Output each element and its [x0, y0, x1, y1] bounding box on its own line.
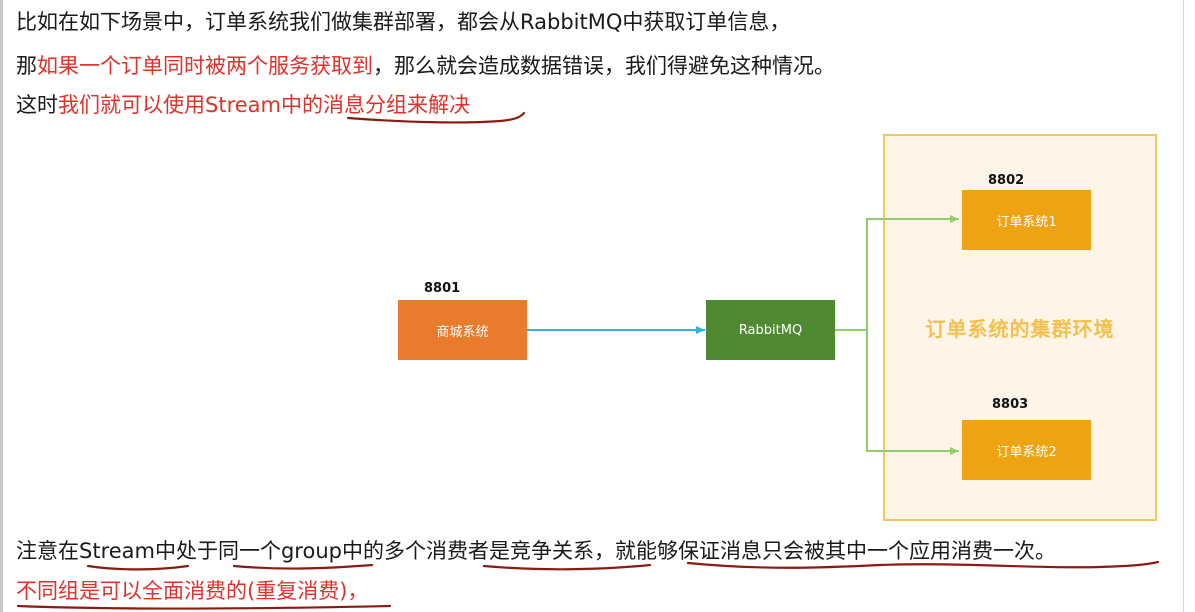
last-text: 不同组是可以全面消费的(重复消费)，: [16, 579, 369, 603]
last-line: 不同组是可以全面消费的(重复消费)，: [16, 577, 368, 605]
order1-port-label: 8802: [988, 173, 1025, 188]
order-system-2-box: 订单系统2: [962, 420, 1091, 480]
text-line-1: 比如在如下场景中，订单系统我们做集群部署，都会从RabbitMQ中获取订单信息，: [16, 10, 791, 34]
order-system-2-label: 订单系统2: [996, 444, 1057, 460]
paragraph-line-3: 这时我们就可以使用Stream中的消息分组来解决: [16, 91, 470, 119]
rabbitmq-box: RabbitMQ: [706, 300, 835, 360]
underline-stroke: [86, 564, 190, 571]
rabbitmq-label: RabbitMQ: [738, 322, 803, 338]
underline-stroke: [686, 560, 1160, 569]
order-system-1-box: 订单系统1: [962, 190, 1091, 250]
right-edge-line: [1183, 0, 1184, 612]
order-system-1-label: 订单系统1: [996, 214, 1057, 230]
underline-stroke: [346, 111, 526, 124]
underline-stroke: [232, 563, 374, 570]
mall-system-box: 商城系统: [398, 300, 527, 360]
arrow-mq-to-order1: [835, 215, 959, 331]
highlight-text: 我们就可以使用Stream中的消息分组来解决: [58, 93, 470, 117]
left-edge-line: [0, 0, 3, 612]
mall-system-label: 商城系统: [436, 324, 489, 340]
paragraph-line-1: 比如在如下场景中，订单系统我们做集群部署，都会从RabbitMQ中获取订单信息，: [16, 8, 790, 36]
text-segment: ，那么就会造成数据错误，我们得避免这种情况。: [373, 54, 835, 78]
text-segment: 这时: [16, 93, 58, 117]
note-line: 注意在Stream中处于同一个group中的多个消费者是竞争关系，就能够保证消息…: [16, 537, 1056, 565]
paragraph-line-2: 那如果一个订单同时被两个服务获取到，那么就会造成数据错误，我们得避免这种情况。: [16, 52, 835, 80]
arrow-mq-to-order2: [866, 330, 959, 455]
note-text: 注意在Stream中处于同一个group中的多个消费者是竞争关系，就能够保证消息…: [16, 539, 1056, 563]
text-segment: 那: [16, 54, 37, 78]
underline-stroke: [482, 563, 652, 571]
order2-port-label: 8803: [992, 397, 1029, 412]
underline-stroke: [16, 604, 392, 610]
cluster-label: 订单系统的集群环境: [925, 317, 1115, 341]
highlight-text: 如果一个订单同时被两个服务获取到: [37, 54, 373, 78]
mall-port-label: 8801: [424, 281, 461, 296]
